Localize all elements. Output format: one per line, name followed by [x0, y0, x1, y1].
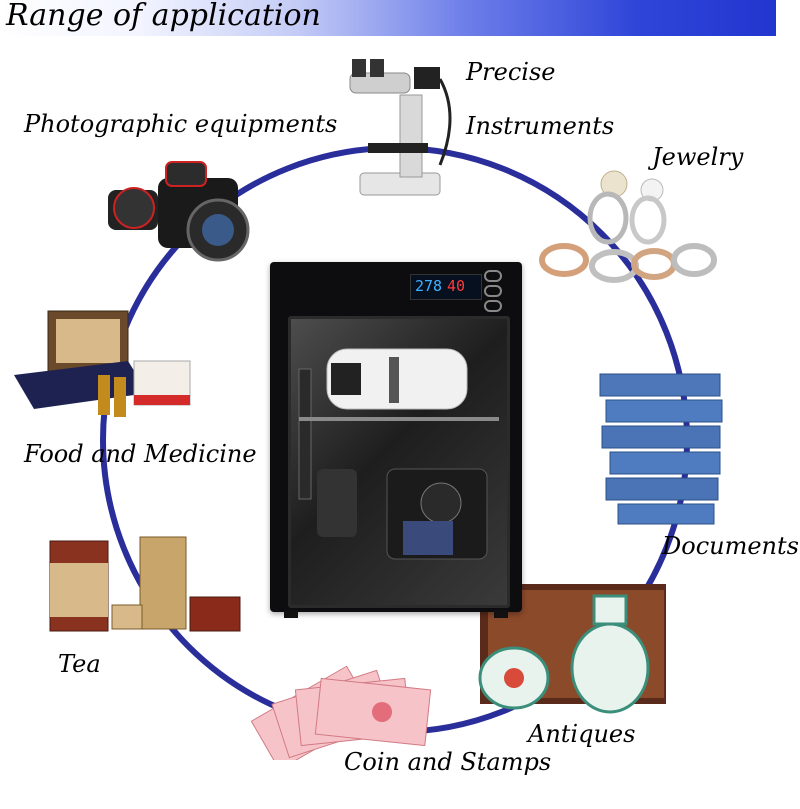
cabinet-button	[484, 300, 502, 312]
cabinet-foot	[284, 610, 298, 618]
label-antiques: Antiques	[528, 720, 636, 748]
documents-image	[599, 373, 723, 525]
tea-image	[49, 536, 241, 632]
jewelry-image	[539, 170, 717, 283]
cabinet-contents	[298, 348, 488, 560]
display-temperature: 278	[415, 277, 443, 295]
label-photographic-equipments: Photographic equipments	[24, 110, 338, 138]
header-banner: Range of application	[0, 0, 776, 36]
label-jewelry: Jewelry	[652, 143, 744, 171]
cabinet-display: 278 40	[410, 274, 482, 300]
banknotes-image	[250, 665, 432, 760]
food-medicine-image	[14, 310, 191, 417]
label-instruments: Instruments	[466, 112, 615, 140]
cabinet-button	[484, 285, 502, 297]
label-food-and-medicine: Food and Medicine	[24, 440, 257, 468]
label-tea: Tea	[58, 650, 101, 678]
dry-cabinet: 278 40	[270, 262, 522, 618]
cabinet-button	[484, 270, 502, 282]
label-documents: Documents	[662, 532, 799, 560]
label-precise: Precise	[466, 58, 556, 86]
page-title: Range of application	[6, 0, 321, 33]
cameras-image	[108, 161, 250, 262]
microscope-image	[349, 59, 452, 196]
label-coin-and-stamps: Coin and Stamps	[344, 748, 552, 776]
cabinet-buttons	[484, 270, 502, 315]
cabinet-glass-door	[288, 316, 510, 608]
display-humidity: 40	[447, 277, 466, 295]
cabinet-foot	[494, 610, 508, 618]
cabinet-shelf	[299, 417, 499, 421]
